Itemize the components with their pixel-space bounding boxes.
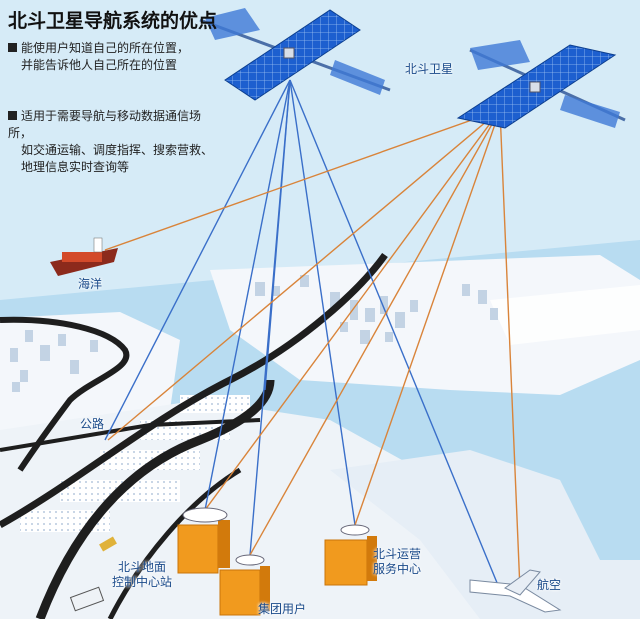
advantage-1-line2: 并能告诉他人自己所在的位置	[21, 58, 178, 72]
highway-main	[0, 252, 388, 529]
car-icon	[99, 536, 117, 552]
land-city-west	[0, 312, 180, 440]
operation-service-center-building	[324, 524, 377, 586]
group-user-building	[219, 554, 270, 616]
advantage-item-2: 适用于需要导航与移动数据通信场所， 如交通运输、调度指挥、搜索营救、地理信息实时…	[8, 108, 218, 176]
pier	[490, 285, 640, 345]
label-operation-line2: 服务中心	[373, 562, 422, 576]
ship-icon	[50, 237, 118, 276]
page-title: 北斗卫星导航系统的优点	[8, 10, 218, 32]
label-ground-station-line1: 北斗地面	[118, 560, 167, 574]
bullet-square-icon	[8, 111, 17, 120]
bullet-square-icon	[8, 43, 17, 52]
advantage-2-line2: 如交通运输、调度指挥、搜索营救、地理信息实时查询等	[21, 143, 214, 174]
airplane-icon	[469, 569, 562, 613]
label-operation-center: 北斗运营 服务中心	[373, 547, 421, 577]
label-operation-line1: 北斗运营	[373, 547, 422, 561]
label-ground-station: 北斗地面 控制中心站	[112, 560, 172, 590]
label-group-user: 集团用户	[258, 602, 307, 616]
truck-icon	[69, 586, 105, 612]
road-west	[0, 316, 130, 472]
buildings-west	[10, 330, 98, 392]
land-harbor	[330, 450, 640, 619]
label-ground-station-line2: 控制中心站	[112, 575, 173, 589]
advantage-item-1: 能使用户知道自己的所在位置， 并能告诉他人自己所在的位置	[8, 40, 218, 74]
satellite-1	[199, 8, 391, 101]
advantage-2-line1: 适用于需要导航与移动数据通信场所，	[8, 109, 202, 140]
signals-orange	[104, 109, 521, 591]
buildings-east	[255, 275, 498, 344]
road-south	[107, 467, 242, 619]
label-ocean: 海洋	[78, 277, 103, 291]
ground-control-station-building	[177, 507, 230, 574]
label-road: 公路	[80, 417, 105, 431]
satellite-2	[456, 40, 626, 129]
label-aviation: 航空	[537, 578, 562, 592]
advantage-1-line1: 能使用户知道自己的所在位置，	[21, 41, 190, 55]
label-satellite: 北斗卫星	[405, 62, 454, 76]
highway-curve	[35, 379, 275, 619]
signals-blue	[104, 79, 501, 591]
